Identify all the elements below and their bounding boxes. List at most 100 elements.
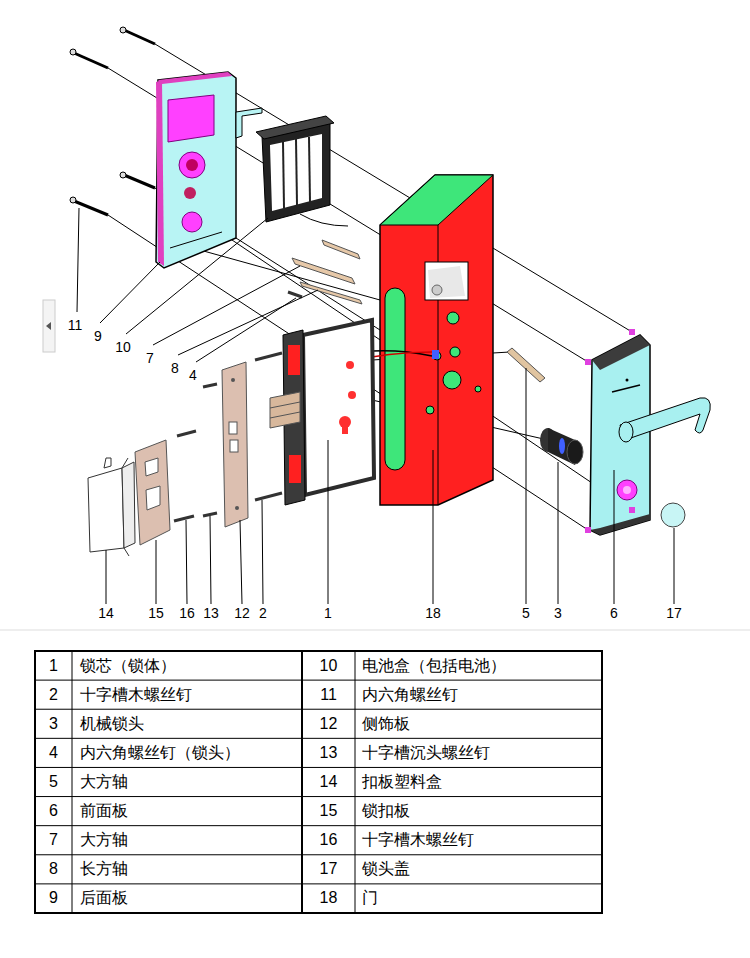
strike-plate (146, 486, 160, 510)
leader-line (328, 440, 329, 604)
battery-box (256, 116, 348, 226)
callout-number: 13 (203, 606, 219, 621)
side-plate (229, 422, 237, 434)
callout-number: 18 (425, 606, 441, 621)
door (450, 347, 460, 357)
front-panel (619, 422, 633, 442)
leader-line (186, 520, 187, 604)
door (426, 406, 434, 414)
square-shaft (322, 240, 360, 259)
callout-number: 14 (98, 606, 114, 621)
table-number: 14 (320, 773, 338, 791)
side-plate (203, 362, 248, 527)
table-cell: 十字槽沉头螺丝钉 (362, 744, 490, 762)
hex-bolt (74, 53, 108, 68)
table-cell: 十字槽木螺丝钉 (362, 831, 474, 849)
table-number: 18 (320, 890, 338, 908)
door (475, 386, 481, 392)
strike-box (122, 462, 135, 548)
door (425, 262, 468, 300)
hex-bolt (120, 172, 126, 178)
lock-cylinder (567, 440, 583, 464)
door (447, 312, 459, 324)
table-number: 6 (49, 802, 58, 820)
front-panel (626, 379, 629, 382)
table-number: 1 (49, 657, 58, 675)
lock-body (432, 350, 439, 359)
leader-line (156, 540, 157, 604)
back-panel (170, 232, 222, 248)
battery-box (296, 139, 297, 205)
lock-body (348, 391, 356, 399)
strike-box (104, 458, 111, 468)
callout-number: 15 (148, 606, 164, 621)
square-shaft (300, 282, 362, 304)
hex-bolt (70, 49, 76, 55)
callout-number: 12 (234, 606, 250, 621)
table-cell: 锁扣板 (362, 802, 410, 820)
leader-line (558, 462, 559, 604)
front-panel (620, 398, 710, 440)
callout-number: 9 (94, 329, 102, 344)
callout-number: 16 (179, 606, 195, 621)
hex-bolt (70, 197, 76, 203)
door (432, 285, 442, 295)
lock-cylinder (559, 438, 565, 454)
table-cell: 锁芯（锁体） (80, 657, 176, 675)
side-tab (43, 300, 55, 352)
table-number: 16 (320, 831, 338, 849)
table-grid (301, 651, 303, 913)
callout-number: 8 (171, 361, 179, 376)
side-plate (222, 362, 248, 527)
battery-box (256, 116, 334, 139)
construction-line (200, 250, 380, 300)
leader-line (674, 528, 675, 604)
construction-line (108, 215, 588, 530)
table-cell: 门 (362, 890, 378, 908)
lock-cover (661, 503, 685, 527)
table-rule (35, 680, 602, 681)
table-cell: 十字槽木螺丝钉 (80, 686, 192, 704)
hex-bolt (124, 30, 155, 44)
table-rule (35, 767, 602, 768)
table-cell: 扣板塑料盒 (362, 773, 442, 791)
table-rule (35, 738, 602, 739)
front-panel (590, 514, 650, 535)
table-number: 7 (49, 831, 58, 849)
leader-line (210, 516, 211, 604)
leader-line (153, 266, 300, 345)
table-number: 13 (320, 744, 338, 762)
front-panel (629, 507, 635, 513)
table-cell: 机械锁头 (80, 715, 144, 733)
leader-line (240, 520, 242, 604)
front-panel (612, 385, 640, 392)
leader-line (77, 208, 79, 312)
battery-box (309, 137, 310, 202)
lock-body (255, 493, 282, 500)
table-cell: 大方轴 (80, 831, 128, 849)
separator (0, 630, 750, 631)
hex-bolt (124, 175, 155, 188)
back-panel (182, 212, 202, 232)
leader-line (196, 298, 296, 362)
door (428, 266, 465, 298)
callout-number: 1 (324, 606, 332, 621)
strike-box (88, 468, 124, 552)
back-panel (179, 152, 205, 178)
square-shaft (288, 240, 362, 304)
lock-body (270, 392, 300, 428)
table-grid (72, 651, 73, 913)
table-grid (355, 651, 356, 913)
strike-plate (177, 431, 196, 436)
table-grid (35, 651, 602, 913)
leader-line (77, 208, 674, 604)
table-number: 3 (49, 715, 58, 733)
lock-cylinder (540, 428, 583, 465)
table-rule (35, 825, 602, 826)
door (380, 175, 493, 505)
strike-box (124, 548, 129, 556)
lock-body (303, 320, 374, 495)
front-panel (617, 480, 637, 500)
front-panel (623, 486, 631, 494)
callout-number: 4 (189, 368, 197, 383)
